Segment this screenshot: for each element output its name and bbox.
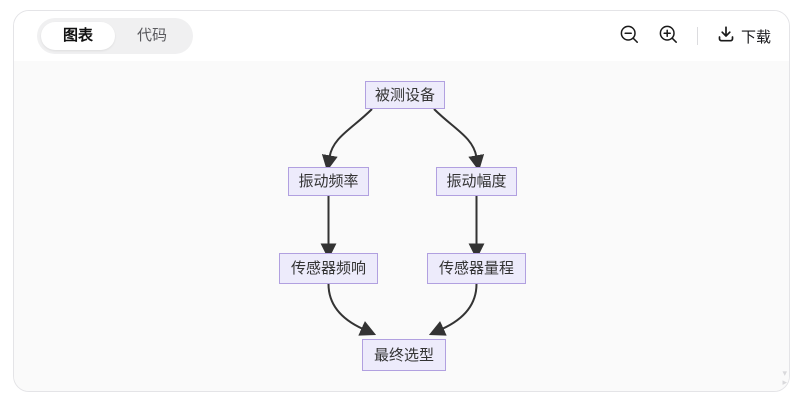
- edge-device-to-frequency: [321, 108, 373, 172]
- diagram-panel: 图表 代码: [13, 10, 790, 392]
- node-sensor-range: 传感器量程: [427, 253, 526, 284]
- download-label: 下载: [740, 28, 771, 46]
- zoom-out-button[interactable]: [617, 22, 642, 50]
- node-final-selection: 最终选型: [362, 339, 446, 371]
- edge-range-to-final: [428, 283, 478, 336]
- zoom-in-button[interactable]: [656, 22, 681, 50]
- node-device: 被测设备: [365, 81, 445, 109]
- tab-chart[interactable]: 图表: [41, 22, 116, 50]
- node-vibration-amplitude: 振动幅度: [436, 167, 517, 196]
- node-vibration-frequency: 振动频率: [288, 167, 369, 196]
- toolbar: 下载: [617, 22, 773, 50]
- toolbar-divider: [696, 27, 698, 45]
- node-sensor-freq-response: 传感器频响: [279, 253, 378, 284]
- download-button[interactable]: 下载: [714, 22, 773, 50]
- diagram-canvas: 被测设备 振动频率 振动幅度 传感器频响 传感器量程 最终选型 ▾▸: [14, 61, 789, 391]
- tab-code[interactable]: 代码: [115, 22, 189, 50]
- magnifier-plus-icon: [658, 24, 679, 48]
- edge-freq-response-to-final: [327, 283, 377, 336]
- edge-device-to-amplitude: [433, 108, 485, 172]
- magnifier-minus-icon: [619, 24, 640, 48]
- resize-handle-icon[interactable]: ▾▸: [782, 368, 787, 387]
- download-icon: [716, 24, 736, 48]
- view-tab-group: 图表 代码: [37, 18, 194, 54]
- panel-header: 图表 代码: [14, 11, 789, 61]
